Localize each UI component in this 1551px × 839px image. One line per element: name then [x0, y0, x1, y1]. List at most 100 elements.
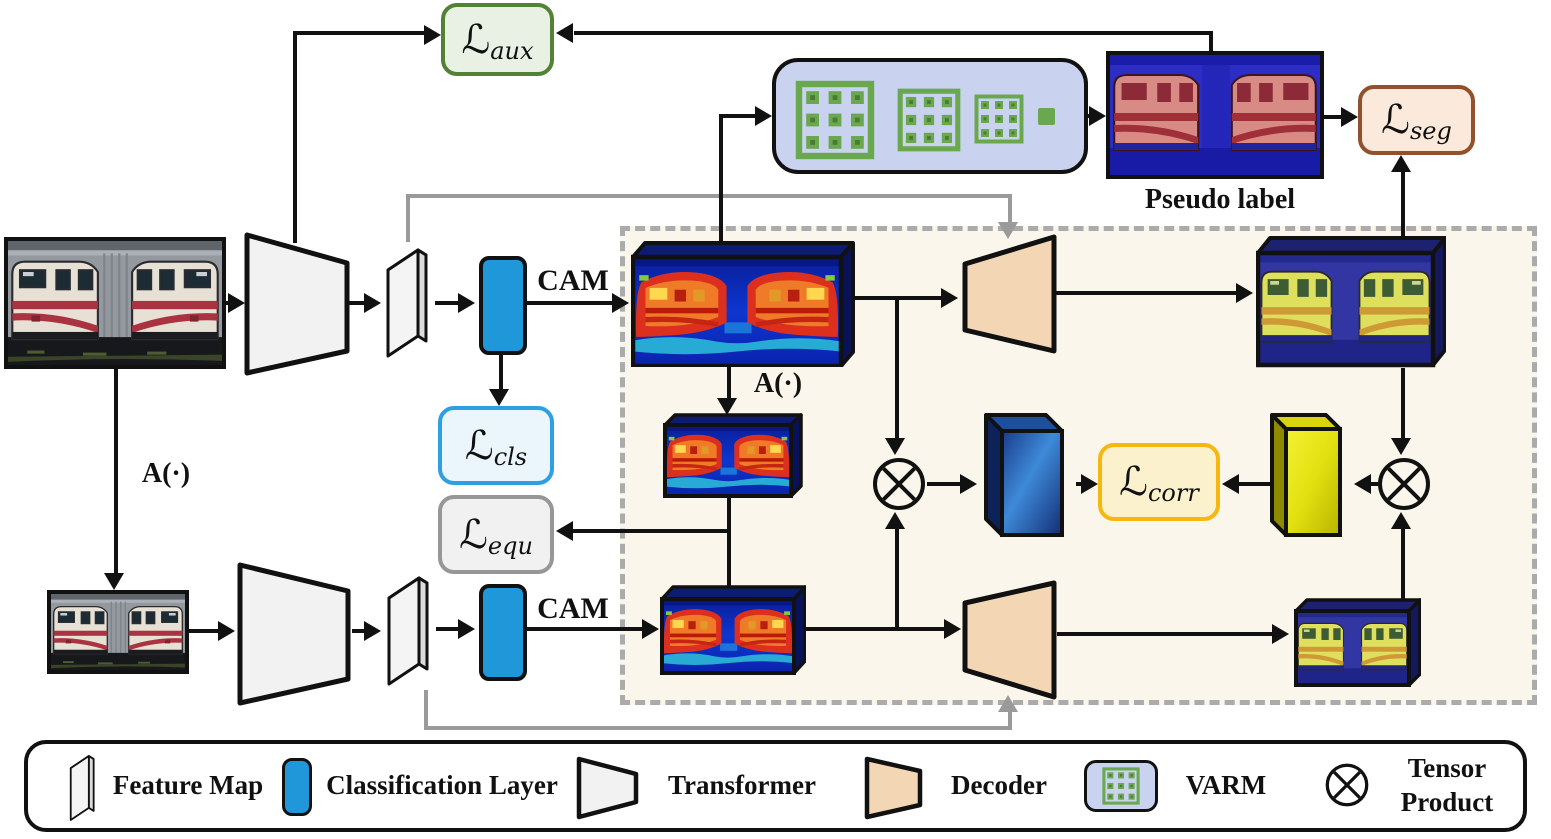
legend-label-tensor-product: Tensor Product — [1400, 753, 1494, 817]
edge-otimes-blue — [927, 482, 962, 486]
edge-cls-cam-bottom-arrowhead — [642, 619, 659, 639]
transformer-bottom — [237, 562, 351, 706]
edge-lowerseg-otimes-right-arrowhead — [1391, 512, 1411, 529]
classification-layer-icon — [282, 758, 312, 816]
edge-cam-varm — [719, 114, 723, 244]
cam-heatmap-bottom — [660, 585, 806, 675]
edge-cam-decoder-arrowhead — [941, 288, 958, 308]
augmentation-label-input: A(·) — [141, 458, 191, 489]
edge-input-aug — [114, 369, 118, 573]
edge-transformer-laux — [293, 31, 426, 35]
legend-label-varm: VARM — [1185, 770, 1267, 801]
segmentation-output-bottom — [1294, 598, 1421, 687]
skip-wire-bottom — [424, 726, 1012, 730]
edge-cam-augcam — [727, 367, 731, 400]
varm-module — [772, 58, 1088, 174]
edge-cam-decoder — [855, 296, 943, 300]
loss-corr-symbol: ℒ — [1119, 459, 1148, 505]
edge-lowercam-otimes-left-arrowhead — [885, 512, 905, 529]
skip-wire-top-arrowhead — [998, 222, 1018, 239]
edge-yellow-lcorr — [1239, 482, 1272, 486]
skip-wire-bottom-arrowhead — [998, 695, 1018, 712]
edge-transformer-laux-arrowhead — [424, 25, 441, 45]
loss-corr-subscript: corr — [1147, 479, 1199, 507]
transformer-icon — [576, 756, 639, 820]
edge-input-aug-arrowhead — [104, 573, 124, 590]
edge-segout-otimes-right-arrowhead — [1391, 438, 1411, 455]
loss-aux-subscript: aux — [490, 36, 534, 65]
cam-label-top: CAM — [537, 264, 609, 297]
edge-lowerseg-otimes-right — [1401, 529, 1405, 599]
edge-cls-lcls-arrowhead — [489, 389, 509, 406]
edge-segout-otimes-right — [1401, 368, 1405, 438]
cam-label-bottom: CAM — [537, 592, 609, 625]
edge-cls-lcls — [499, 355, 503, 391]
edge-pseudo-laux — [574, 31, 1213, 35]
edge-augcam-lequ-arrowhead — [556, 521, 573, 541]
edge-lowercam-decoder-arrowhead — [944, 619, 961, 639]
edge-cls-cam — [527, 301, 614, 305]
skip-wire-bottom — [1008, 712, 1012, 728]
correlation-slab-yellow — [1270, 413, 1342, 537]
edge-cls-cam-arrowhead — [612, 293, 629, 313]
pseudo-label-image — [1106, 51, 1324, 179]
edge-lowercam-decoder — [806, 627, 946, 631]
skip-wire-bottom — [424, 690, 428, 728]
loss-equ-subscript: equ — [487, 531, 533, 560]
transformer-top — [244, 232, 350, 376]
feature-map-bottom — [385, 568, 437, 694]
edge-transformer-fmap — [349, 301, 366, 305]
varm-grid-small — [974, 94, 1024, 144]
tensor-product-left-icon — [871, 456, 927, 512]
legend-label-feature-map: Feature Map — [112, 770, 264, 801]
edge-transformer-fmap-bottom — [352, 629, 366, 633]
edge-decoder-lowerseg-arrowhead — [1272, 624, 1289, 644]
edge-otimes-yellow-arrowhead — [1354, 474, 1371, 494]
edge-lowercam-otimes-left — [895, 529, 899, 627]
loss-seg-subscript: seg — [1409, 117, 1452, 145]
skip-wire-top — [406, 194, 410, 242]
edge-pseudo-lseg — [1324, 115, 1341, 119]
cam-heatmap-augmented — [663, 413, 803, 498]
edge-fmap-cls — [435, 301, 460, 305]
edge-aug-transformer — [189, 629, 220, 633]
segmentation-output-top — [1256, 236, 1446, 368]
varm-icon — [1084, 760, 1158, 812]
legend-label-classification-layer: Classification Layer — [326, 770, 558, 801]
varm-grid-point — [1038, 108, 1055, 125]
cam-heatmap-top — [631, 241, 855, 367]
edge-input-transformer-arrowhead — [228, 293, 245, 313]
edge-pseudo-laux — [1209, 31, 1213, 53]
edge-fmap-cls-bottom — [436, 627, 460, 631]
edge-otimes-yellow — [1371, 482, 1378, 486]
edge-fmap-cls-bottom-arrowhead — [458, 619, 475, 639]
pseudo-label-caption: Pseudo label — [1144, 184, 1296, 215]
loss-cls-subscript: cls — [493, 442, 528, 471]
varm-grid-medium — [896, 88, 962, 152]
edge-yellow-lcorr-arrowhead — [1222, 474, 1239, 494]
loss-seg-symbol: ℒ — [1381, 97, 1410, 143]
feature-map-top — [384, 240, 436, 366]
edge-aug-transformer-arrowhead — [218, 621, 235, 641]
classification-layer-bottom — [479, 584, 527, 681]
legend-label-transformer: Transformer — [668, 770, 816, 801]
loss-aux-symbol: ℒ — [461, 16, 491, 63]
edge-augcam-lequ — [573, 529, 729, 533]
edge-cam-varm — [719, 114, 757, 118]
augmented-input-image — [47, 590, 189, 674]
edge-cam-varm-arrowhead — [755, 106, 772, 126]
tensor-product-right-icon — [1376, 456, 1432, 512]
tensor-product-icon — [1324, 762, 1370, 808]
input-image — [4, 237, 226, 369]
edge-pseudo-laux-arrowhead — [556, 23, 573, 43]
edge-otimes-blue-arrowhead — [960, 474, 977, 494]
decoder-top — [962, 234, 1057, 354]
edge-blue-lcorr-arrowhead — [1081, 474, 1098, 494]
edge-transformer-fmap-arrowhead — [364, 293, 381, 313]
edge-fmap-cls-arrowhead — [458, 293, 475, 313]
